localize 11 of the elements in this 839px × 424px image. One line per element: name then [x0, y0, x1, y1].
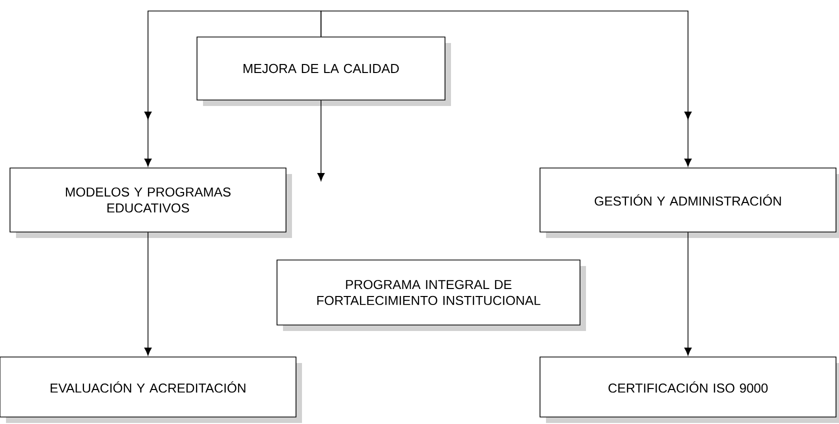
process-box: EVALUACIÓN Y ACREDITACIÓN [0, 356, 302, 423]
arrow [320, 10, 692, 167]
process-box: MODELOS Y PROGRAMAS EDUCATIVOS [10, 168, 292, 238]
process-box: GESTIÓN Y ADMINISTRACIÓN [540, 168, 839, 238]
arrow [684, 232, 692, 356]
process-box: MEJORA DE LA CALIDAD [196, 36, 451, 106]
process-box: CERTIFICACIÓN ISO 9000 [540, 356, 839, 423]
arrow [144, 10, 322, 167]
arrow [144, 232, 152, 356]
process-box: PROGRAMA INTEGRAL DE FORTALECIMIENTO INSTITUCIONAL [276, 260, 586, 331]
arrow [317, 100, 325, 181]
